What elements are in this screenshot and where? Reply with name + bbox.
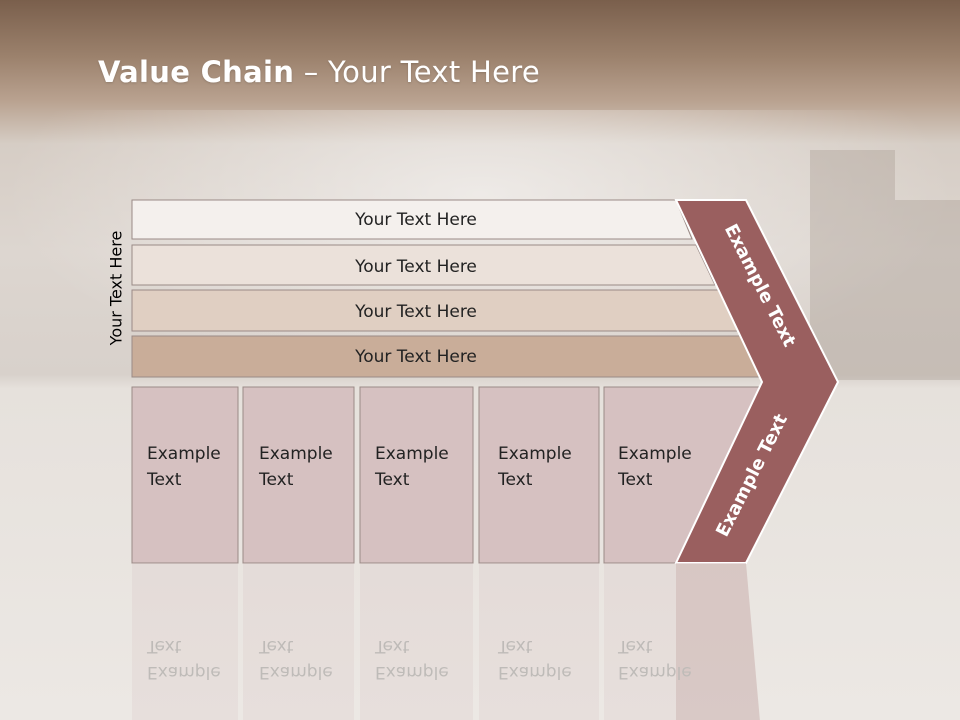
box-2-line2: Text [258,470,294,490]
reflection-box [604,563,751,720]
reflection-box-text: Text [258,636,294,656]
diagram-reflection: Example Text Example Text Example Text E… [132,563,760,720]
slide-title-bold: Value Chain [98,55,295,89]
reflection-box [360,563,473,720]
reflection-box [132,563,238,720]
box-3[interactable]: Example Text [359,386,474,564]
box-2-shape [242,386,355,564]
reflection-box-text: Example [618,662,692,682]
box-1[interactable]: Example Text [131,386,239,564]
box-3-line1: Example [375,444,449,464]
box-1-line2: Text [146,470,182,490]
reflection-box-text: Text [617,636,653,656]
box-5[interactable]: Example Text [603,386,761,564]
bar-1-label: Your Text Here [354,210,477,230]
bar-2-shape [131,244,716,286]
reflection-chevron [676,563,760,720]
box-4-shape [478,386,600,564]
chevron-shape [674,199,840,564]
bar-4-label: Your Text Here [354,347,477,367]
reflection-box [243,563,354,720]
slide-title: Value Chain – Your Text Here [98,55,540,89]
reflection-box-text: Example [259,662,333,682]
reflection-box-text: Text [146,636,182,656]
box-2-line1: Example [259,444,333,464]
reflection-box-text: Example [147,662,221,682]
box-5-line1: Example [618,444,692,464]
box-4-line2: Text [497,470,533,490]
box-5-line2: Text [617,470,653,490]
bar-1[interactable]: Your Text Here [131,199,693,240]
reflection-box-text: Text [374,636,410,656]
chevron[interactable]: Example Text Example Text [674,199,840,564]
box-3-shape [359,386,474,564]
box-3-line2: Text [374,470,410,490]
bar-1-shape [131,199,693,240]
background-building [810,150,895,380]
reflection-box-text: Example [498,662,572,682]
reflection-box-text: Example [375,662,449,682]
bar-4[interactable]: Your Text Here [131,335,763,378]
reflection-box-text: Text [497,636,533,656]
bar-3-label: Your Text Here [354,302,477,322]
bar-2-label: Your Text Here [354,257,477,277]
box-1-line1: Example [147,444,221,464]
bar-3[interactable]: Your Text Here [131,289,739,332]
slide-title-rest: – Your Text Here [294,55,540,89]
reflection-box [479,563,599,720]
box-4-line1: Example [498,444,572,464]
box-2[interactable]: Example Text [242,386,355,564]
bar-2[interactable]: Your Text Here [131,244,716,286]
box-4[interactable]: Example Text [478,386,600,564]
box-1-shape [131,386,239,564]
background-building [895,200,960,380]
